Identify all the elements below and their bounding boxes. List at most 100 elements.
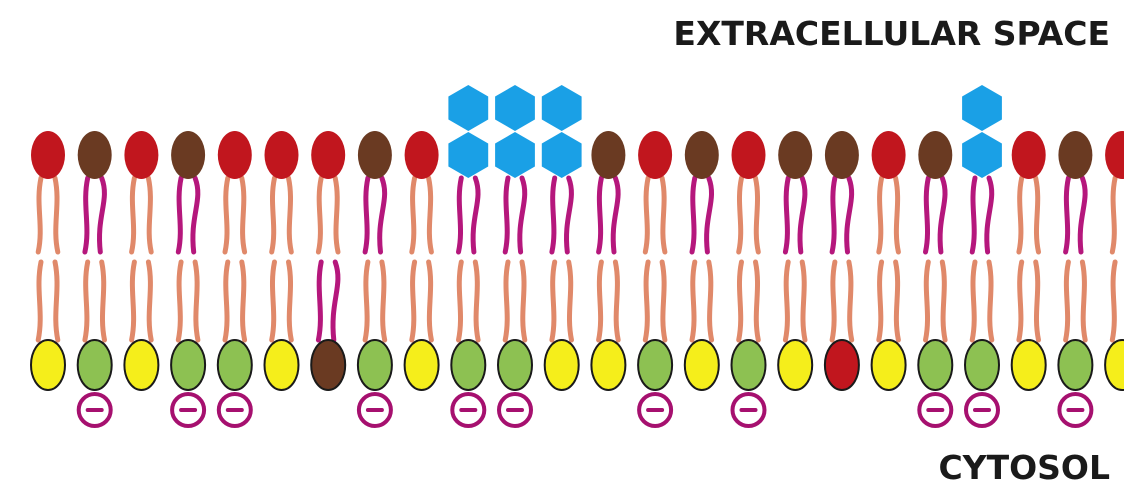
fatty-acid-tail bbox=[926, 178, 929, 252]
glycan-sugar-icon bbox=[495, 132, 535, 178]
outer-lipid bbox=[1105, 131, 1124, 252]
fatty-acid-tail bbox=[225, 262, 228, 340]
fatty-acid-tail bbox=[85, 178, 88, 252]
fatty-acid-tail bbox=[599, 178, 602, 252]
fatty-acid-tail bbox=[178, 262, 181, 340]
fatty-acid-tail bbox=[318, 262, 321, 340]
fatty-acid-tail bbox=[552, 178, 555, 252]
fatty-acid-tail bbox=[613, 178, 618, 252]
polar-head-red bbox=[31, 131, 65, 179]
polar-head-green bbox=[451, 340, 485, 390]
fatty-acid-tail bbox=[849, 262, 852, 340]
polar-head-green bbox=[732, 340, 766, 390]
fatty-acid-tail bbox=[800, 178, 805, 252]
polar-head-red bbox=[638, 131, 672, 179]
inner-lipid bbox=[1105, 262, 1124, 390]
glycan-sugar-icon bbox=[962, 85, 1002, 131]
polar-head-green bbox=[1058, 340, 1092, 390]
fatty-acid-tail bbox=[429, 178, 432, 252]
fatty-acid-tail bbox=[132, 178, 135, 252]
polar-head-yellow bbox=[1105, 340, 1124, 390]
fatty-acid-tail bbox=[318, 178, 321, 252]
fatty-acid-tail bbox=[615, 262, 618, 340]
polar-head-yellow bbox=[545, 340, 579, 390]
fatty-acid-tail bbox=[707, 178, 712, 252]
fatty-acid-tail bbox=[335, 178, 338, 252]
polar-head-yellow bbox=[591, 340, 625, 390]
fatty-acid-tail bbox=[459, 178, 462, 252]
polar-head-brown bbox=[78, 131, 112, 179]
outer-lipid bbox=[591, 131, 625, 252]
fatty-acid-tail bbox=[55, 262, 58, 340]
polar-head-green bbox=[78, 340, 112, 390]
fatty-acid-tail bbox=[289, 262, 292, 340]
fatty-acid-tail bbox=[785, 262, 788, 340]
polar-head-brown bbox=[591, 131, 625, 179]
polar-head-red bbox=[265, 131, 299, 179]
fatty-acid-tail bbox=[926, 262, 929, 340]
inner-lipid bbox=[78, 262, 112, 426]
fatty-acid-tail bbox=[473, 178, 478, 252]
outer-lipid bbox=[778, 131, 812, 252]
polar-head-green bbox=[358, 340, 392, 390]
polar-head-green bbox=[918, 340, 952, 390]
outer-lipid bbox=[311, 131, 345, 252]
fatty-acid-tail bbox=[272, 262, 275, 340]
polar-head-green bbox=[218, 340, 252, 390]
inner-lipid bbox=[1012, 262, 1046, 390]
fatty-acid-tail bbox=[148, 262, 151, 340]
fatty-acid-tail bbox=[1082, 262, 1085, 340]
polar-head-red bbox=[825, 340, 859, 390]
outer-lipid bbox=[732, 131, 766, 252]
fatty-acid-tail bbox=[520, 178, 525, 252]
inner-lipid bbox=[872, 262, 906, 390]
fatty-acid-tail bbox=[1019, 262, 1022, 340]
outer-lipid bbox=[962, 85, 1002, 252]
fatty-acid-tail bbox=[289, 178, 292, 252]
fatty-acid-tail bbox=[552, 262, 555, 340]
fatty-acid-tail bbox=[1036, 178, 1039, 252]
outer-lipid bbox=[448, 85, 488, 252]
fatty-acid-tail bbox=[333, 262, 338, 340]
fatty-acid-tail bbox=[365, 178, 368, 252]
polar-head-red bbox=[124, 131, 158, 179]
polar-head-green bbox=[965, 340, 999, 390]
fatty-acid-tail bbox=[832, 178, 835, 252]
polar-head-red bbox=[1105, 131, 1124, 179]
polar-head-yellow bbox=[265, 340, 299, 390]
inner-lipid bbox=[124, 262, 158, 390]
inner-lipid bbox=[311, 262, 345, 390]
polar-head-red bbox=[1012, 131, 1046, 179]
fatty-acid-tail bbox=[1066, 262, 1069, 340]
glycan-sugar-icon bbox=[962, 132, 1002, 178]
fatty-acid-tail bbox=[692, 262, 695, 340]
outer-lipid bbox=[124, 131, 158, 252]
fatty-acid-tail bbox=[475, 262, 478, 340]
fatty-acid-tail bbox=[785, 178, 788, 252]
fatty-acid-tail bbox=[645, 178, 648, 252]
outer-lipid bbox=[1012, 131, 1046, 252]
fatty-acid-tail bbox=[566, 178, 571, 252]
fatty-acid-tail bbox=[55, 178, 58, 252]
fatty-acid-tail bbox=[193, 178, 198, 252]
polar-head-yellow bbox=[778, 340, 812, 390]
fatty-acid-tail bbox=[1112, 178, 1115, 252]
fatty-acid-tail bbox=[412, 262, 415, 340]
fatty-acid-tail bbox=[38, 178, 41, 252]
fatty-acid-tail bbox=[38, 262, 41, 340]
polar-head-yellow bbox=[405, 340, 439, 390]
inner-lipid bbox=[358, 262, 392, 426]
inner-lipid bbox=[825, 262, 859, 390]
polar-head-brown bbox=[825, 131, 859, 179]
fatty-acid-tail bbox=[599, 262, 602, 340]
inner-lipid bbox=[591, 262, 625, 390]
inner-lipid bbox=[171, 262, 205, 426]
fatty-acid-tail bbox=[365, 262, 368, 340]
polar-head-brown bbox=[685, 131, 719, 179]
inner-lipid bbox=[965, 262, 999, 426]
fatty-acid-tail bbox=[739, 262, 742, 340]
inner-lipid bbox=[545, 262, 579, 390]
outer-lipid bbox=[918, 131, 952, 252]
polar-head-red bbox=[405, 131, 439, 179]
